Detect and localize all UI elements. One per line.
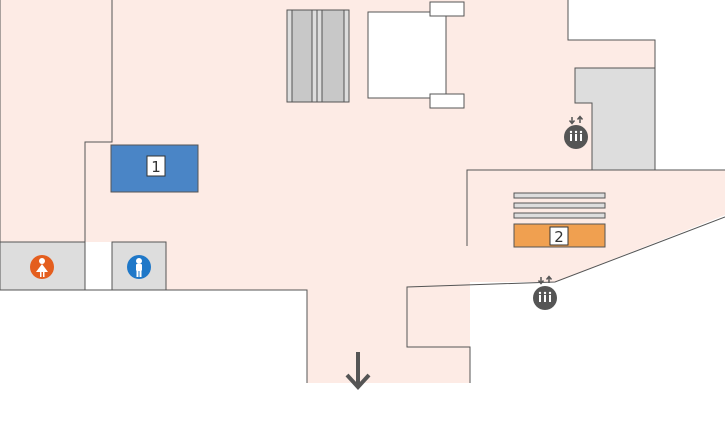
top-right-cutout: [568, 0, 725, 40]
left-corridor: [0, 0, 112, 242]
location-marker-1[interactable]: 1: [110, 144, 199, 193]
down-arrow-icon[interactable]: [345, 352, 371, 390]
marker-1-label: 1: [151, 158, 161, 176]
structure-top: [367, 1, 465, 109]
female-restroom-icon[interactable]: [30, 255, 54, 279]
marker-2-label: 2: [554, 228, 564, 246]
elevator-icon[interactable]: [533, 275, 557, 311]
stairs: [513, 192, 606, 219]
restroom-male-room: [111, 241, 167, 291]
right-cutout: [655, 40, 725, 170]
male-restroom-icon[interactable]: [127, 255, 151, 279]
location-marker-2[interactable]: 2: [513, 223, 606, 248]
floor-area: [0, 0, 725, 383]
escalator-top: [286, 9, 350, 103]
elevator-icon[interactable]: [564, 115, 588, 150]
